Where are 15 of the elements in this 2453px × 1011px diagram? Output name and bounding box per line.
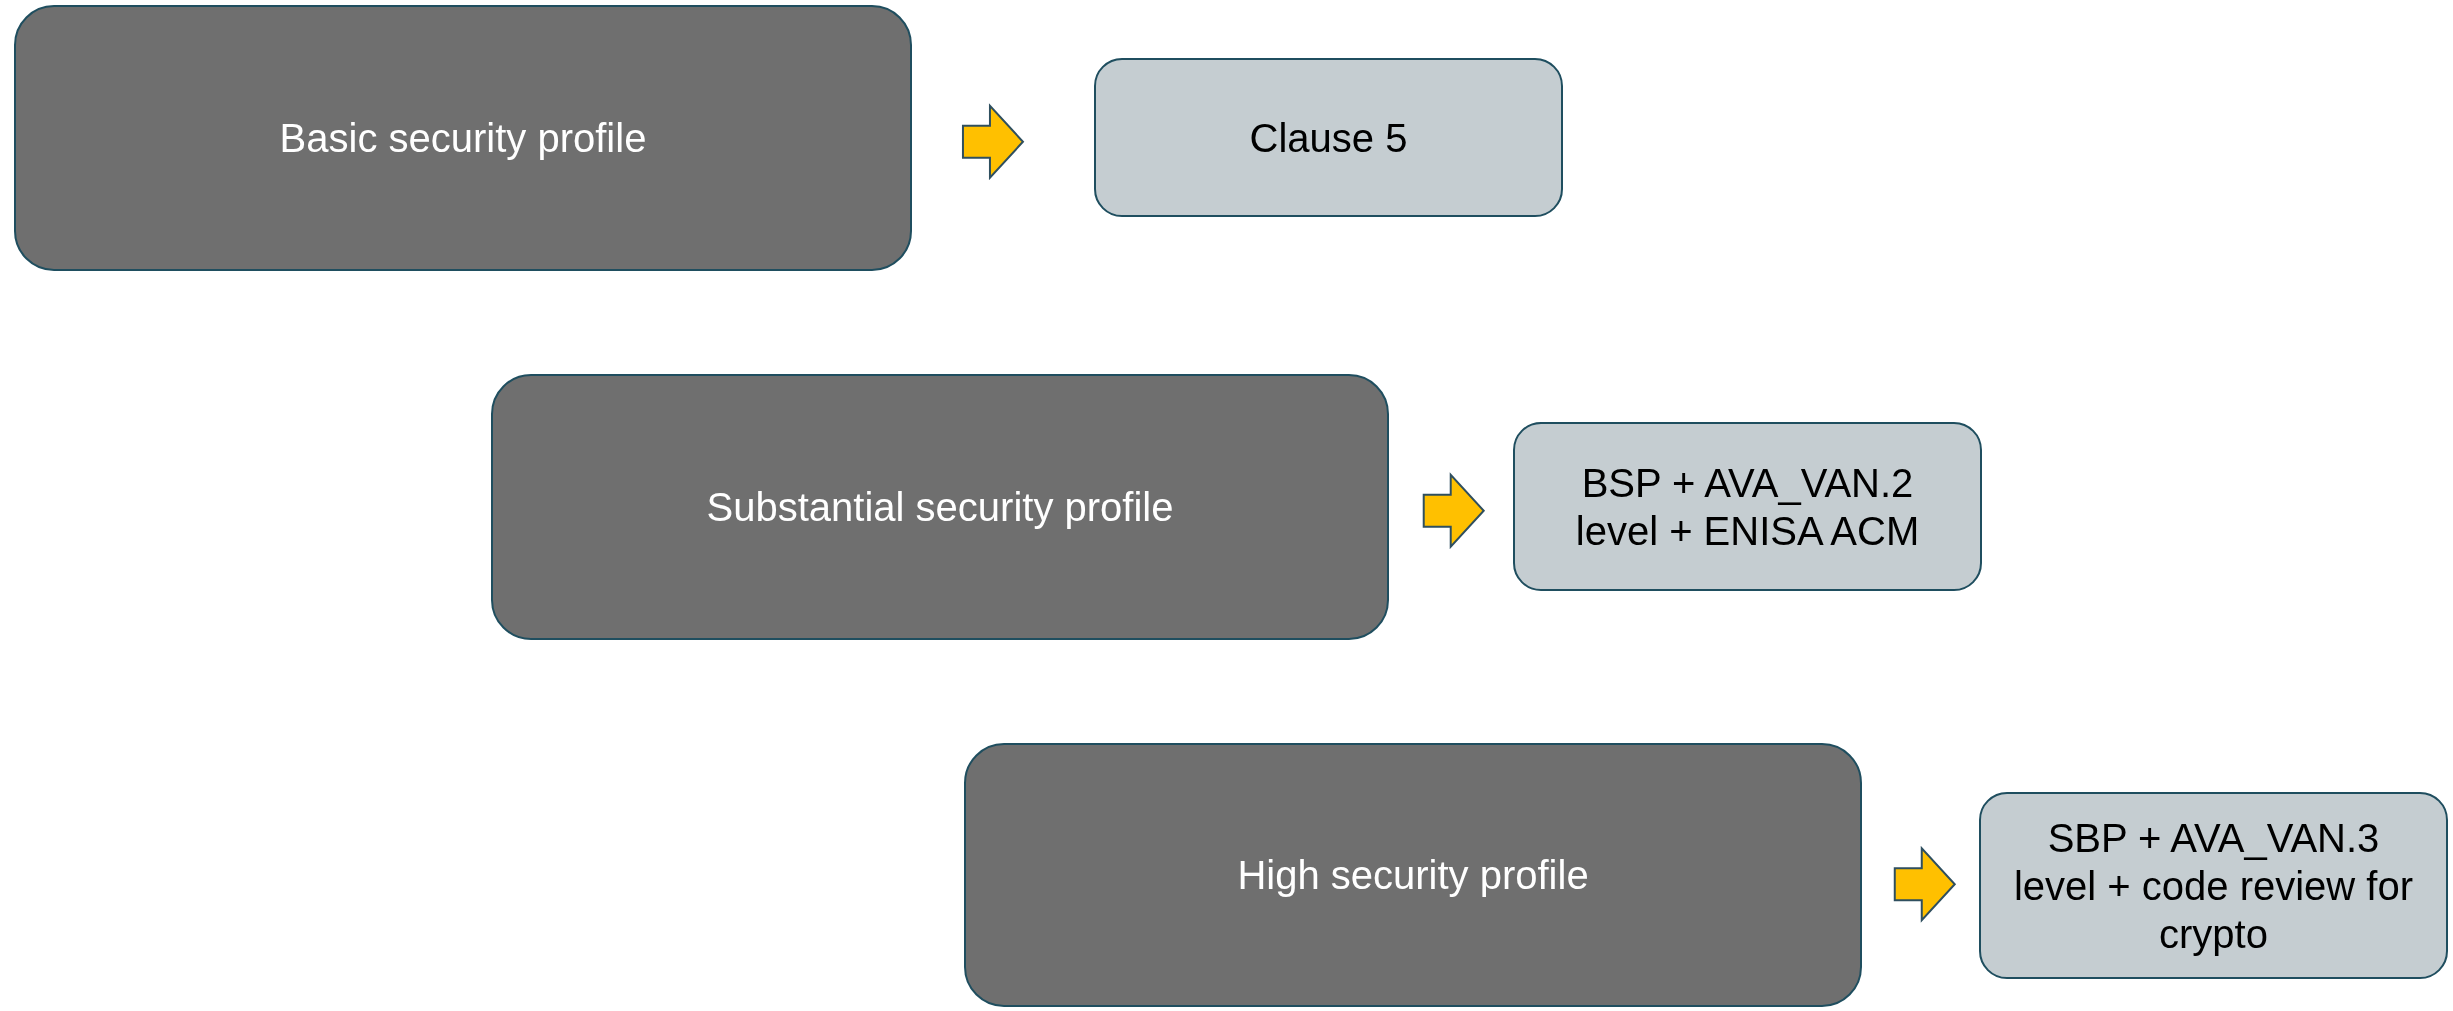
process-box <box>14 5 912 271</box>
box-label: Basic security profile <box>279 115 647 162</box>
process-box <box>491 374 1389 640</box>
box-label: High security profile <box>1237 852 1589 899</box>
process-box <box>1094 58 1563 217</box>
box-label: Clause 5 <box>1249 114 1408 162</box>
box-label: SBP + AVA_VAN.3 level + code review for crypto <box>2012 814 2415 958</box>
box-label: BSP + AVA_VAN.2 level + ENISA ACM <box>1574 459 1921 555</box>
process-box <box>1979 792 2448 979</box>
process-box <box>964 743 1862 1007</box>
block-arrow <box>1893 845 1957 923</box>
process-box <box>1513 422 1982 591</box>
block-arrow <box>1422 472 1486 550</box>
block-arrow <box>961 103 1025 181</box>
box-label: Substantial security profile <box>706 484 1174 531</box>
